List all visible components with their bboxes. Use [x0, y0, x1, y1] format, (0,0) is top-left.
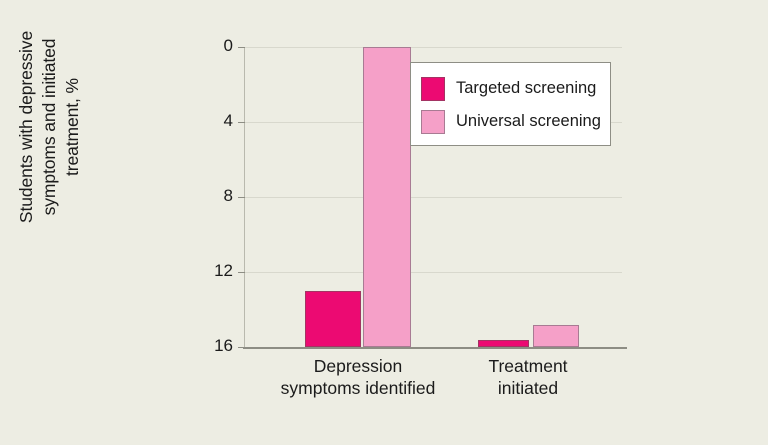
y-axis-tick: [238, 347, 245, 348]
x-axis-category-label: Depression symptoms identified: [280, 356, 436, 398]
x-axis-line: [243, 347, 627, 349]
legend-item-universal: Universal screening: [421, 105, 601, 138]
y-axis-tick-label: 12: [214, 261, 233, 280]
y-axis-tick: [238, 197, 245, 198]
gridline: [245, 272, 622, 273]
chart-legend: Targeted screening Universal screening: [410, 62, 611, 146]
y-axis-tick-label: 8: [223, 186, 233, 205]
legend-item-targeted: Targeted screening: [421, 72, 600, 105]
x-axis-category-label: Treatment initiated: [488, 356, 568, 398]
y-axis-tick: [238, 272, 245, 273]
y-axis-tick: [238, 47, 245, 48]
gridline: [245, 197, 622, 198]
bar-targeted-group2: [478, 339, 529, 347]
y-axis-tick-label: 16: [214, 336, 233, 355]
y-axis-tick: [238, 122, 245, 123]
legend-label-universal: Universal screening: [456, 112, 601, 130]
bar-targeted-group1: [305, 290, 361, 347]
gridline: [245, 47, 622, 48]
legend-swatch-targeted: [421, 76, 445, 101]
bar-universal-group2: [533, 324, 579, 347]
y-axis-title: Students with depressive symptoms and in…: [15, 0, 85, 282]
legend-swatch-universal: [421, 109, 445, 134]
y-axis-title-text: Students with depressive symptoms and in…: [16, 30, 82, 224]
y-axis-tick-label: 4: [223, 111, 233, 130]
legend-label-targeted: Targeted screening: [456, 79, 597, 97]
bar-universal-group1: [363, 47, 411, 347]
y-axis-tick-label: 0: [223, 36, 233, 55]
